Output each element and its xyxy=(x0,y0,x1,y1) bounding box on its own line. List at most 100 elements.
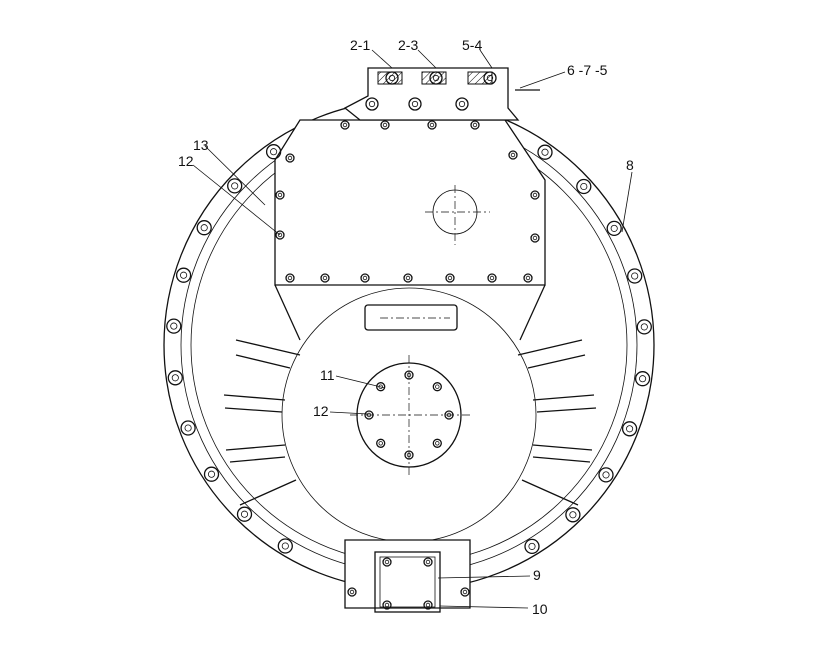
cover-bolt-inner xyxy=(287,155,293,161)
bolt-holes xyxy=(166,71,652,610)
ring-bolt xyxy=(166,318,182,334)
upper-cover-plate xyxy=(274,119,546,341)
ring-bolt-inner xyxy=(171,374,179,382)
callout-12-top: 12 xyxy=(178,153,194,169)
pad-bolt-inner xyxy=(349,589,355,595)
manifold-bolt-inner xyxy=(486,74,494,82)
ring-bolt-inner xyxy=(207,470,216,478)
cover-bolt xyxy=(530,233,540,243)
cover-bolt xyxy=(470,120,480,130)
cover-bolt xyxy=(340,120,350,130)
ring-bolt xyxy=(598,467,614,483)
center-bolt xyxy=(404,370,414,380)
manifold-bolt-inner xyxy=(388,74,396,82)
manifold-bolt xyxy=(408,97,422,111)
center-bolt xyxy=(364,410,374,420)
cover-bolt-inner xyxy=(489,275,495,281)
cover-bolt-inner xyxy=(472,122,478,128)
callout-5-4: 5-4 xyxy=(462,37,482,53)
ring-bolt-inner xyxy=(580,182,588,191)
housing-ribs xyxy=(223,339,597,506)
cover-bolt xyxy=(403,273,413,283)
center-bolt-inner xyxy=(435,441,440,446)
pad-bolt-inner xyxy=(384,559,390,565)
cover-bolt-inner xyxy=(532,235,538,241)
cover-bolt xyxy=(508,150,518,160)
cover-bolt-inner xyxy=(362,275,368,281)
cover-bolt xyxy=(320,273,330,283)
center-bolt-inner xyxy=(406,452,412,458)
ring-bolt xyxy=(621,421,638,437)
pad-bolt xyxy=(382,557,392,567)
ring-bolt-inner xyxy=(602,471,610,479)
pad-bolt-inner xyxy=(384,602,390,608)
ring-bolt-inner xyxy=(200,224,208,232)
manifold-bolt xyxy=(455,97,469,111)
cover-bolt xyxy=(285,273,295,283)
manifold-bolt xyxy=(483,71,497,85)
pad-bolt xyxy=(460,587,470,597)
cover-bolt xyxy=(427,120,437,130)
ring-bolt-inner xyxy=(231,182,239,190)
center-bolt-inner xyxy=(366,412,372,418)
callout-2-3: 2-3 xyxy=(398,37,418,53)
callout-12-center: 12 xyxy=(313,403,329,419)
top-manifold-block xyxy=(343,67,540,121)
pad-bolt xyxy=(347,587,357,597)
callout-11: 11 xyxy=(320,367,335,383)
center-bolt-inner xyxy=(446,412,452,418)
cover-bolt-inner xyxy=(277,232,283,238)
ring-bolt xyxy=(277,538,293,554)
center-bolt xyxy=(376,382,386,392)
ring-bolt xyxy=(636,319,652,335)
ring-bolt xyxy=(634,371,651,387)
cover-bolt xyxy=(380,120,390,130)
cover-bolt-inner xyxy=(287,275,293,281)
cover-bolt xyxy=(445,273,455,283)
ring-bolt-inner xyxy=(541,148,549,156)
ring-bolt-inner xyxy=(626,425,634,433)
callout-6-7-5: 6 -7 -5 xyxy=(567,62,608,78)
cover-bolt xyxy=(275,230,285,240)
callout-labels: 2-1 2-3 5-4 6 -7 -5 8 13 12 11 12 9 10 xyxy=(178,37,634,617)
center-bolt-inner xyxy=(406,372,412,378)
cover-bolt xyxy=(275,190,285,200)
callout-13: 13 xyxy=(193,137,209,153)
center-bolt xyxy=(432,438,442,448)
pad-bolt xyxy=(423,600,433,610)
manifold-bolt-inner xyxy=(368,100,376,108)
center-bolt xyxy=(444,410,454,420)
ring-bolt xyxy=(180,420,196,436)
cover-bolt-inner xyxy=(322,275,328,281)
manifold-bolt xyxy=(385,71,399,85)
cover-bolt xyxy=(487,273,497,283)
cover-bolt-inner xyxy=(525,275,531,281)
ring-bolt xyxy=(606,220,622,237)
ring-bolt-inner xyxy=(640,323,648,331)
pad-bolt-inner xyxy=(425,559,431,565)
cover-bolt xyxy=(360,273,370,283)
ring-bolt-inner xyxy=(639,375,647,383)
center-bolt xyxy=(404,450,414,460)
callout-2-1: 2-1 xyxy=(350,37,370,53)
ring-bolt xyxy=(203,466,220,482)
center-bolt-inner xyxy=(378,441,383,446)
cover-bolt-inner xyxy=(342,122,348,128)
cover-bolt-inner xyxy=(532,192,538,198)
callout-8: 8 xyxy=(626,157,634,173)
center-bolt xyxy=(432,382,442,392)
pad-bolt xyxy=(423,557,433,567)
cover-bolt-inner xyxy=(447,275,453,281)
center-bolt-inner xyxy=(435,384,440,389)
cover-bolt-inner xyxy=(382,122,388,128)
center-bolt xyxy=(376,438,386,448)
cover-bolt xyxy=(285,153,295,163)
cover-bolt-inner xyxy=(405,275,411,281)
cover-bolt-inner xyxy=(510,152,516,158)
ring-bolt-inner xyxy=(281,542,289,550)
callout-10: 10 xyxy=(532,601,548,617)
ring-bolt-inner xyxy=(631,272,639,280)
pad-bolt-inner xyxy=(462,589,468,595)
